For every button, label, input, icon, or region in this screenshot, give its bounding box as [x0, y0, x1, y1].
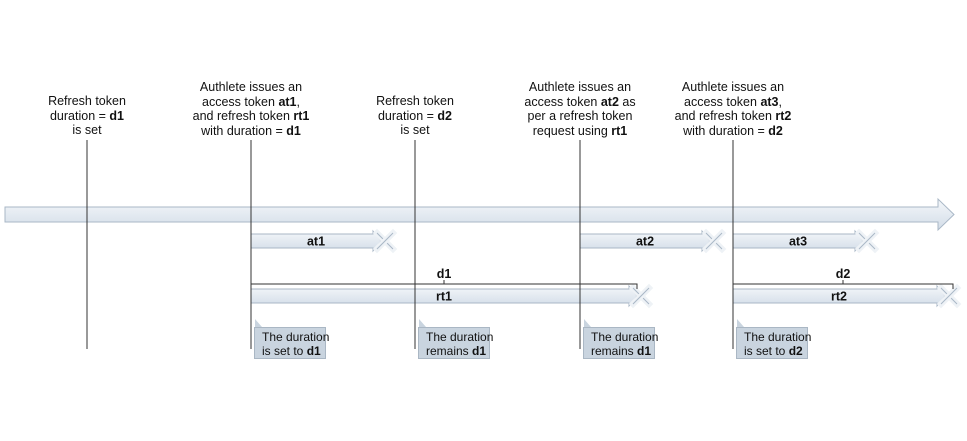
refresh-token-rt1-label: rt1	[436, 290, 452, 304]
timeline-arrow	[4, 197, 955, 232]
expiry-x-icon	[858, 232, 876, 250]
refresh-token-rt2-label: rt2	[831, 290, 847, 304]
duration-d1-label: d1	[437, 267, 452, 281]
access-token-at1-label: at1	[307, 235, 325, 249]
duration-d2-label: d2	[836, 267, 851, 281]
duration-d1-bracket	[250, 280, 638, 289]
expiry-x-icon	[632, 287, 650, 305]
callout-pointer	[584, 319, 591, 327]
callout-pointer	[419, 319, 426, 327]
duration-d2-bracket	[732, 280, 954, 289]
callout-pointer	[255, 319, 262, 327]
expiry-x-icon	[940, 287, 958, 305]
access-token-at2-label: at2	[636, 235, 654, 249]
expiry-x-icon	[376, 232, 394, 250]
access-token-at3-label: at3	[789, 235, 807, 249]
expiry-x-icon	[705, 232, 723, 250]
callout-pointer	[737, 319, 744, 327]
